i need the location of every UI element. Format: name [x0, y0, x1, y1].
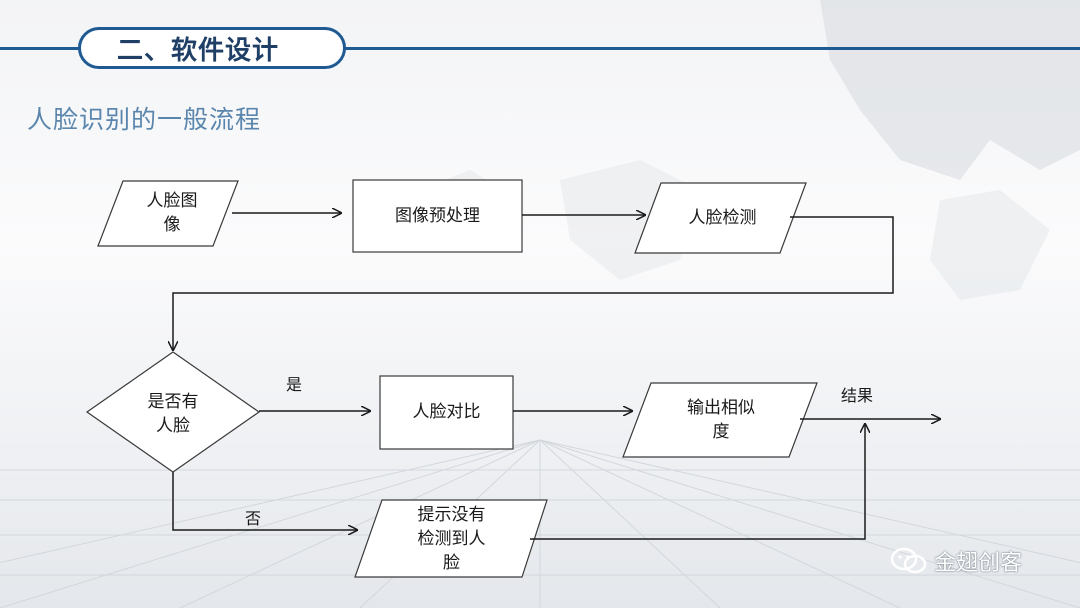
- node-compare-label: 人脸对比: [412, 402, 481, 422]
- edge-label-no: 否: [245, 509, 262, 528]
- edge-decision-to-noface: [172, 472, 357, 530]
- node-detect-label: 人脸检测: [688, 208, 757, 228]
- node-face-image-shape: [97, 180, 239, 247]
- edge-label-yes: 是: [286, 375, 303, 394]
- header-rule: [0, 47, 1080, 50]
- node-output-label: 输出相似 度: [687, 398, 755, 442]
- edge-detect-to-decision: [173, 216, 894, 350]
- wechat-icon: [890, 547, 927, 574]
- edge-noface-to-merge: [530, 424, 865, 540]
- node-no-face-shape: [354, 499, 548, 578]
- section-title-pill: 二、软件设计: [78, 27, 346, 69]
- node-has-face-label: 是否有 人脸: [147, 392, 199, 436]
- watermark: 金翅创客: [890, 545, 1022, 577]
- node-output-shape: [622, 382, 818, 458]
- node-no-face-label: 提示没有 检测到人 脸: [417, 505, 486, 573]
- node-preprocess-shape: [352, 179, 523, 253]
- node-compare-shape: [379, 375, 514, 450]
- node-face-image-label: 人脸图 像: [146, 191, 198, 235]
- section-title: 二、软件设计: [117, 35, 280, 66]
- page-subtitle: 人脸识别的一般流程: [27, 105, 262, 134]
- edge-label-result: 结果: [841, 386, 874, 405]
- watermark-text: 金翅创客: [934, 551, 1023, 576]
- node-detect-shape: [634, 182, 807, 254]
- node-preprocess-label: 图像预处理: [395, 206, 480, 226]
